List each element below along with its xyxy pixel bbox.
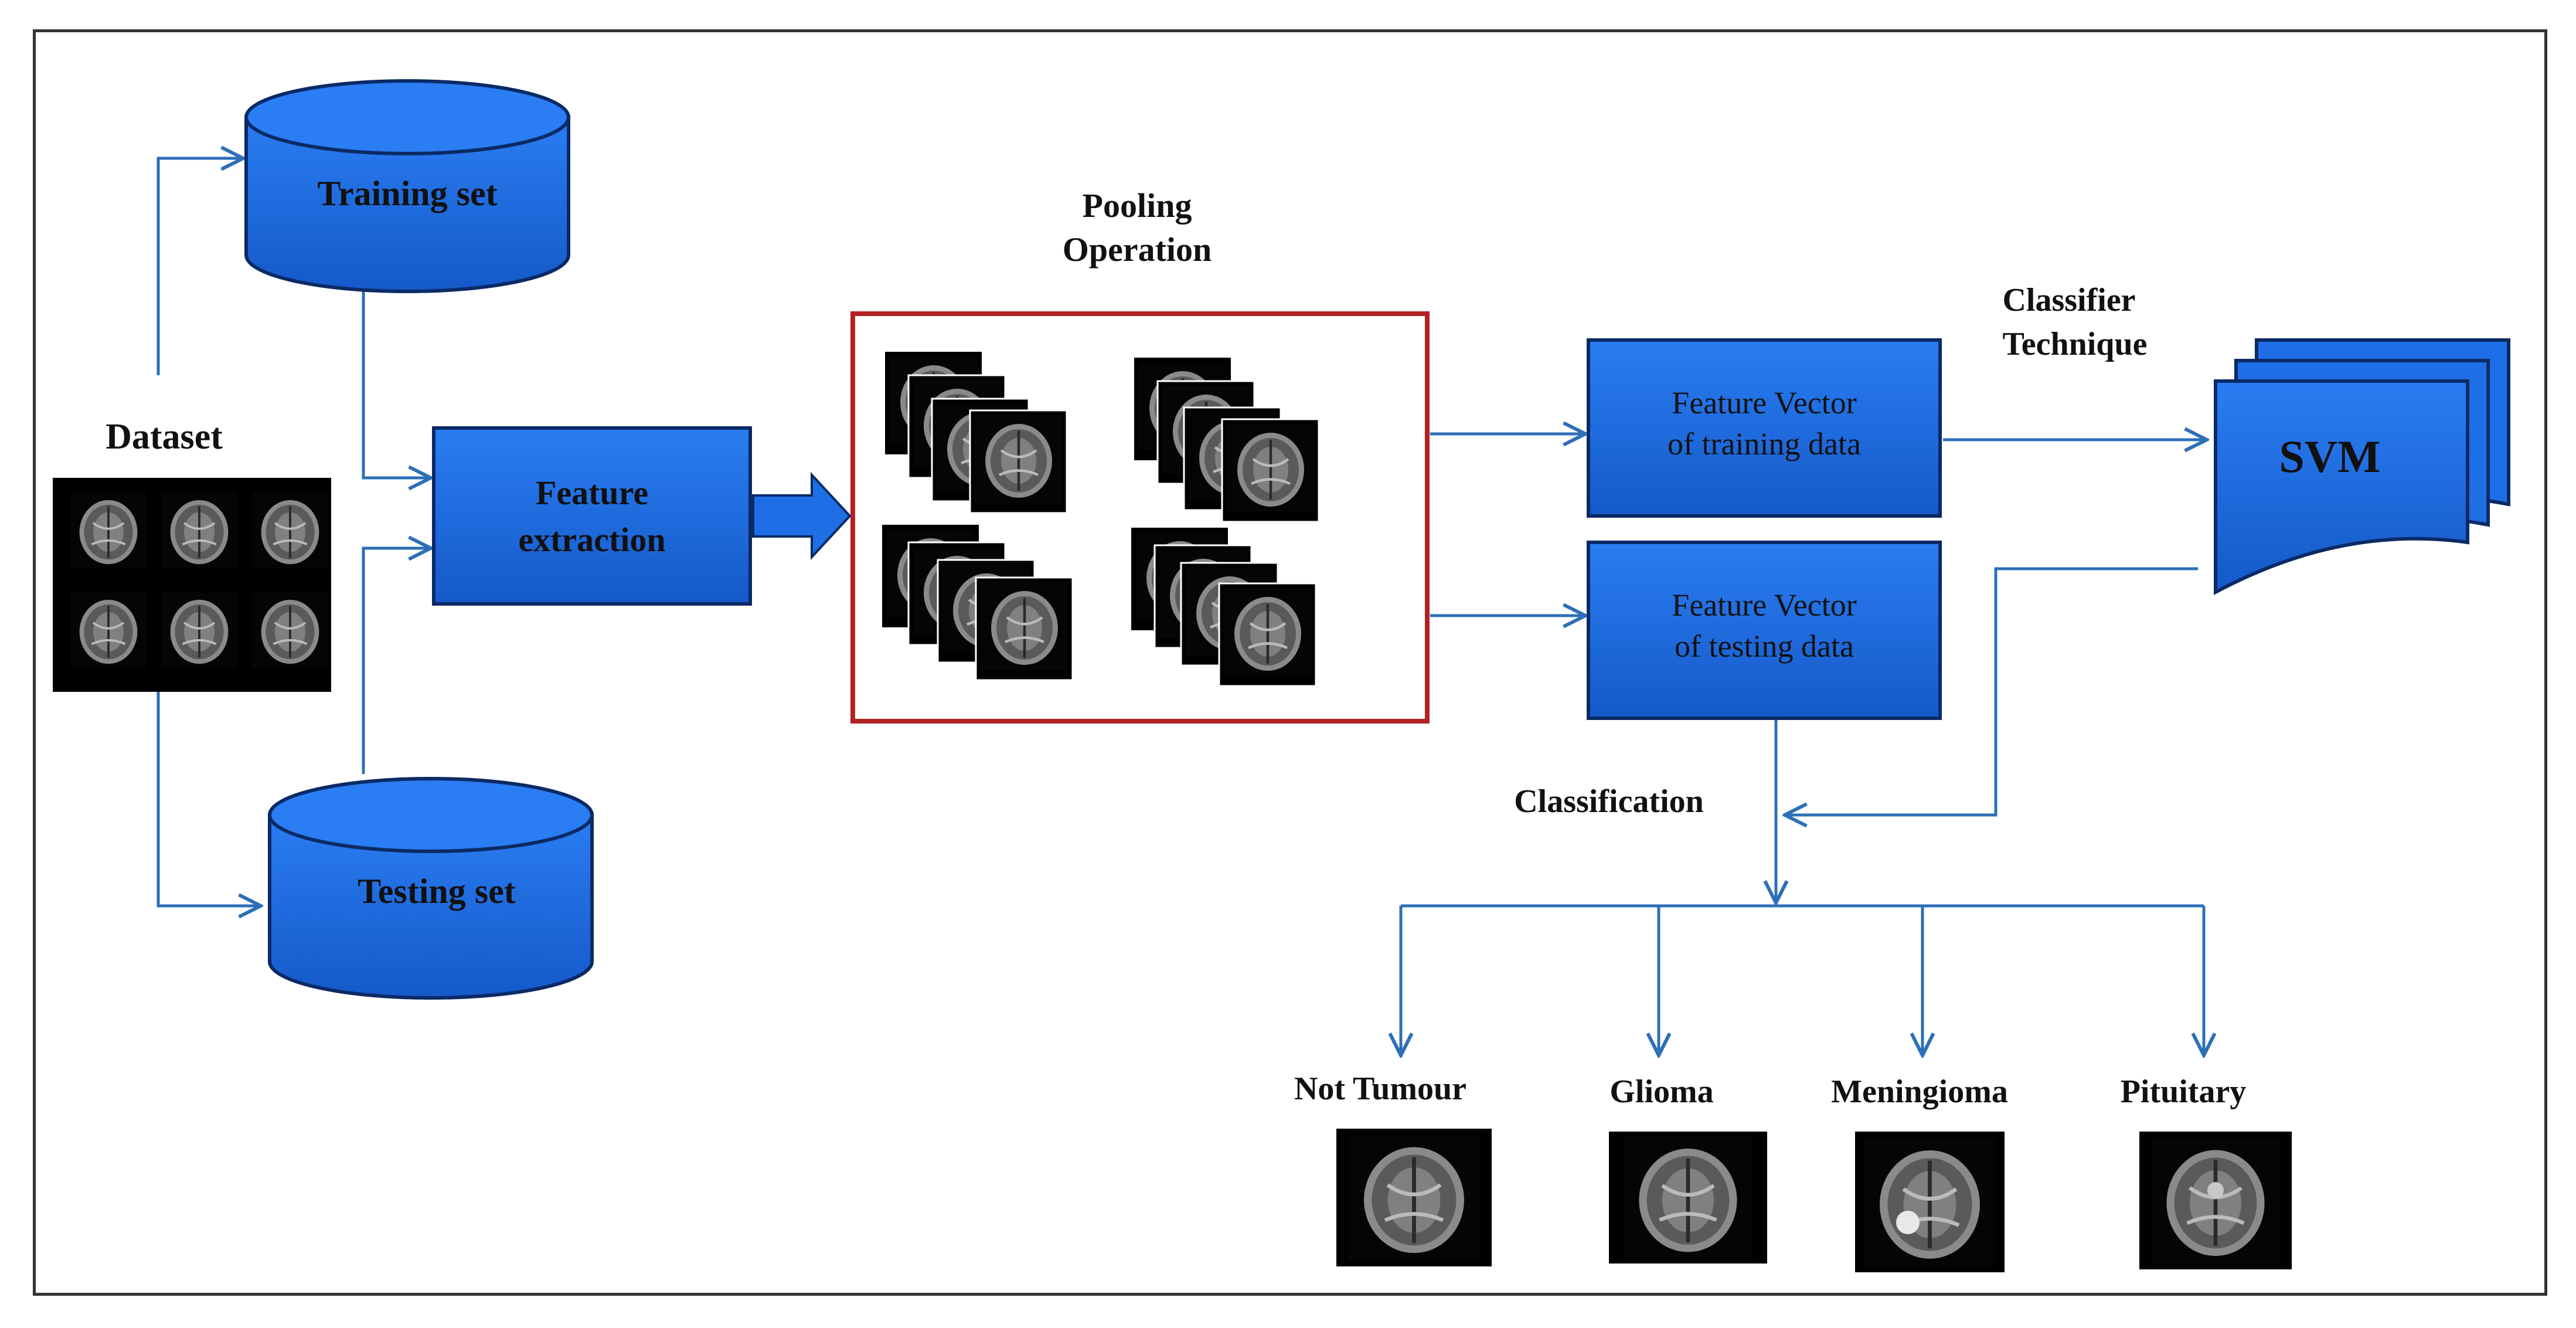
dataset-label: Dataset <box>106 417 223 457</box>
dataset-brain-image <box>160 591 239 670</box>
feature-vector-testing-box: Feature Vector of testing data <box>1587 541 1942 720</box>
connectors <box>156 158 2207 1055</box>
dataset-image-grid <box>53 478 331 692</box>
dataset-brain-image <box>160 491 239 570</box>
svm-label: SVM <box>2279 431 2380 482</box>
figure-border <box>33 29 2547 1296</box>
arrow-dataset-to-training <box>156 158 243 375</box>
class-label-pituitary: Pituitary <box>2121 1074 2247 1110</box>
pooling-operation-panel <box>850 311 1430 724</box>
feature-extraction-box: Feature extraction <box>432 426 752 606</box>
classifier-label-line1: Classifier <box>2002 282 2135 318</box>
classifier-label-line2: Technique <box>2003 326 2148 362</box>
class-label-glioma: Glioma <box>1609 1074 1713 1110</box>
pooled-image-stack <box>885 352 1068 514</box>
class-label-meningioma: Meningioma <box>1831 1074 2008 1110</box>
svm-document-stack: SVM <box>2214 338 2510 596</box>
testing-set-label: Testing set <box>358 872 515 911</box>
training-set-cylinder: Training set <box>244 79 570 293</box>
fv-training-label-line2: of training data <box>1668 426 1861 461</box>
arrow-svm-to-classification <box>1785 567 2198 815</box>
class-label-not-tumour: Not Tumour <box>1294 1071 1466 1107</box>
fv-testing-label-line1: Feature Vector <box>1672 587 1856 623</box>
dataset-brain-image <box>69 491 148 570</box>
class-image-pituitary <box>2139 1132 2292 1269</box>
class-image-not-tumour <box>1336 1129 1492 1266</box>
training-set-label: Training set <box>317 174 497 213</box>
pooling-label-line1: Pooling <box>1083 186 1192 225</box>
fv-training-label-line1: Feature Vector <box>1672 385 1856 420</box>
pooled-image-stack <box>1131 528 1317 687</box>
dataset-brain-image <box>251 591 329 670</box>
class-image-meningioma <box>1855 1132 2005 1272</box>
dataset-brain-image <box>251 491 329 570</box>
feature-extraction-label-line1: Feature <box>536 474 648 512</box>
pooled-image-stack <box>882 525 1074 681</box>
classification-label: Classification <box>1514 783 1704 820</box>
class-image-glioma <box>1609 1132 1767 1264</box>
arrow-testing-to-feature <box>362 548 431 774</box>
dataset-brain-image <box>69 591 148 670</box>
pooled-image-stack <box>1134 358 1320 523</box>
thick-arrow-feature-to-pooling <box>752 471 852 561</box>
testing-set-cylinder: Testing set <box>268 777 594 1000</box>
arrow-dataset-to-testing <box>156 692 261 906</box>
feature-extraction-label-line2: extraction <box>518 521 665 559</box>
feature-vector-training-box: Feature Vector of training data <box>1587 338 1942 518</box>
fv-testing-label-line2: of testing data <box>1675 629 1854 664</box>
pooling-label-line2: Operation <box>1063 230 1212 269</box>
arrow-training-to-feature <box>362 281 431 478</box>
